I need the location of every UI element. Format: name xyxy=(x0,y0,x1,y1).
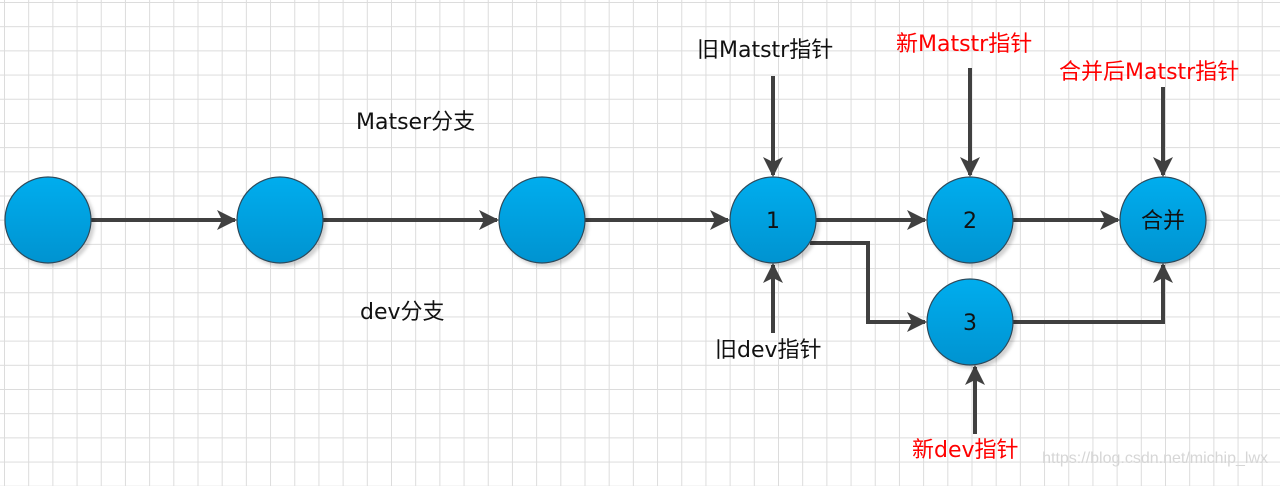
commit-node-label: 3 xyxy=(963,311,977,336)
commit-node-b xyxy=(236,176,324,264)
commit-circle xyxy=(1119,176,1207,264)
old-master-pointer-label: 旧Matstr指针 xyxy=(697,38,834,63)
commit-circle xyxy=(498,176,586,264)
commit-node-label: 合并 xyxy=(1141,209,1185,234)
commit-node-a xyxy=(4,176,92,264)
commit-circle xyxy=(926,278,1014,366)
new-master-pointer-label: 新Matstr指针 xyxy=(896,32,1033,57)
master-branch-label: Matser分支 xyxy=(356,110,476,135)
commit-circle xyxy=(4,176,92,264)
new-dev-pointer-label: 新dev指针 xyxy=(912,438,1019,463)
commit-circle xyxy=(236,176,324,264)
pointer-arrows xyxy=(763,68,1173,434)
commit-node-n1: 1 xyxy=(729,176,817,264)
commit-node-n2: 2 xyxy=(926,176,1014,264)
edge-n1-to-n3 xyxy=(810,241,927,332)
commit-node-label: 1 xyxy=(766,209,780,234)
commit-node-n3: 3 xyxy=(926,278,1014,366)
commit-circle xyxy=(926,176,1014,264)
commit-circle xyxy=(729,176,817,264)
dev-branch-label: dev分支 xyxy=(360,300,445,325)
commit-node-c xyxy=(498,176,586,264)
edge-n3-to-merge xyxy=(1013,263,1173,324)
watermark-text: https://blog.csdn.net/michip_lwx xyxy=(1042,450,1268,467)
commit-nodes: 1 2 合并 3 xyxy=(4,176,1207,366)
merged-master-pointer-label: 合并后Matstr指针 xyxy=(1059,60,1240,85)
old-dev-pointer-label: 旧dev指针 xyxy=(715,338,822,363)
edges xyxy=(91,210,1173,332)
commit-node-label: 2 xyxy=(963,209,977,234)
commit-node-merge: 合并 xyxy=(1119,176,1207,264)
